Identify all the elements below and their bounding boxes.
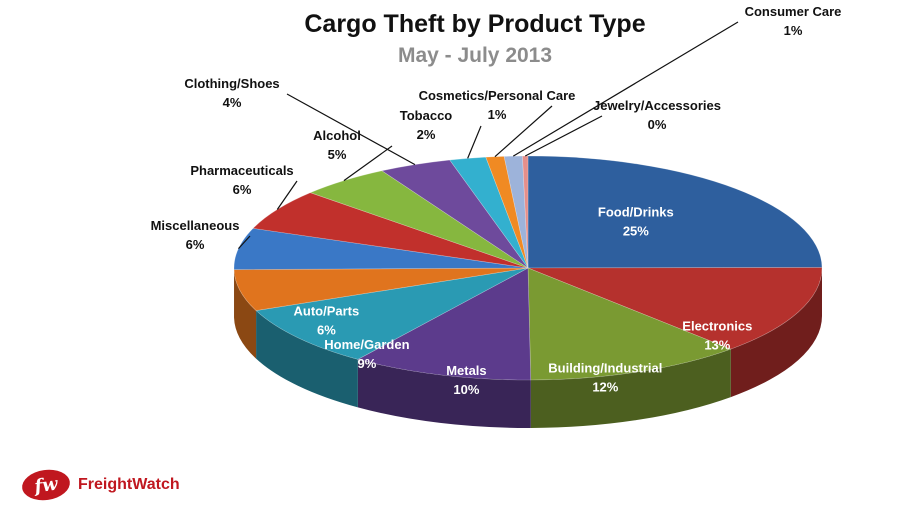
slice-value-label: 6% bbox=[186, 237, 205, 252]
slice-value-label: 2% bbox=[417, 127, 436, 142]
slice-side bbox=[530, 349, 731, 428]
pie-slice bbox=[449, 156, 529, 269]
slice-label: Food/Drinks bbox=[598, 205, 674, 220]
slice-labels: Food/Drinks 25% Electronics 13% Building/Ind… bbox=[151, 4, 842, 397]
pie-slice bbox=[233, 228, 529, 270]
slice-value-label: 1% bbox=[784, 23, 803, 38]
slice-value-label: 9% bbox=[358, 356, 377, 371]
slice-value-label: 1% bbox=[488, 107, 507, 122]
pie-slice bbox=[527, 267, 823, 350]
freightwatch-logo: fw FreightWatch bbox=[20, 466, 180, 504]
leader-line bbox=[494, 105, 553, 158]
pie-slice bbox=[527, 267, 732, 381]
slice-value-label: 4% bbox=[223, 95, 242, 110]
pie-slice bbox=[233, 267, 529, 311]
slice-side bbox=[256, 310, 358, 408]
leader-line bbox=[512, 21, 739, 157]
slice-value-label: 6% bbox=[317, 323, 336, 338]
leader-line bbox=[237, 235, 251, 250]
slice-label: Miscellaneous bbox=[151, 218, 240, 233]
slice-label: Cosmetics/Personal Care bbox=[419, 88, 576, 103]
slice-value-label: 10% bbox=[453, 382, 479, 397]
leader-line bbox=[467, 125, 482, 159]
pie-slice bbox=[252, 192, 529, 269]
pie-sides bbox=[234, 268, 822, 428]
logo-name: FreightWatch bbox=[78, 476, 180, 493]
slice-side bbox=[234, 269, 257, 359]
slice-label: Clothing/Shoes bbox=[184, 76, 279, 91]
slice-value-label: 12% bbox=[592, 380, 618, 395]
pie-slice bbox=[503, 155, 529, 269]
leader-line bbox=[343, 145, 393, 182]
slice-label: Jewelry/Accessories bbox=[593, 98, 721, 113]
pie-slice bbox=[527, 155, 823, 269]
pie-slices bbox=[233, 155, 823, 381]
label-leaders bbox=[237, 21, 739, 250]
slice-label: Building/Industrial bbox=[548, 361, 662, 376]
chart-title: Cargo Theft by Product Type bbox=[304, 10, 646, 38]
slice-label: Electronics bbox=[682, 319, 752, 334]
slice-side bbox=[357, 359, 531, 428]
slice-label: Auto/Parts bbox=[294, 304, 360, 319]
pie-slice bbox=[255, 267, 529, 360]
slice-side bbox=[730, 268, 822, 398]
slice-label: Tobacco bbox=[400, 108, 453, 123]
slice-label: Pharmaceuticals bbox=[190, 163, 293, 178]
slice-label: Home/Garden bbox=[324, 337, 409, 352]
chart-subtitle: May - July 2013 bbox=[397, 44, 553, 67]
pie-slice bbox=[357, 267, 532, 381]
slice-value-label: 13% bbox=[704, 338, 730, 353]
slice-label: Metals bbox=[446, 363, 486, 378]
slice-label: Alcohol bbox=[313, 128, 361, 143]
logo-mark-icon: fw bbox=[20, 466, 72, 504]
slice-value-label: 0% bbox=[648, 117, 667, 132]
pie-slice bbox=[522, 155, 529, 269]
slice-value-label: 5% bbox=[328, 147, 347, 162]
leader-line bbox=[286, 93, 416, 166]
slice-label: Consumer Care bbox=[745, 4, 842, 19]
leader-line bbox=[524, 115, 603, 157]
leader-line bbox=[276, 180, 298, 210]
slice-value-label: 6% bbox=[233, 182, 252, 197]
slice-value-label: 25% bbox=[623, 224, 649, 239]
